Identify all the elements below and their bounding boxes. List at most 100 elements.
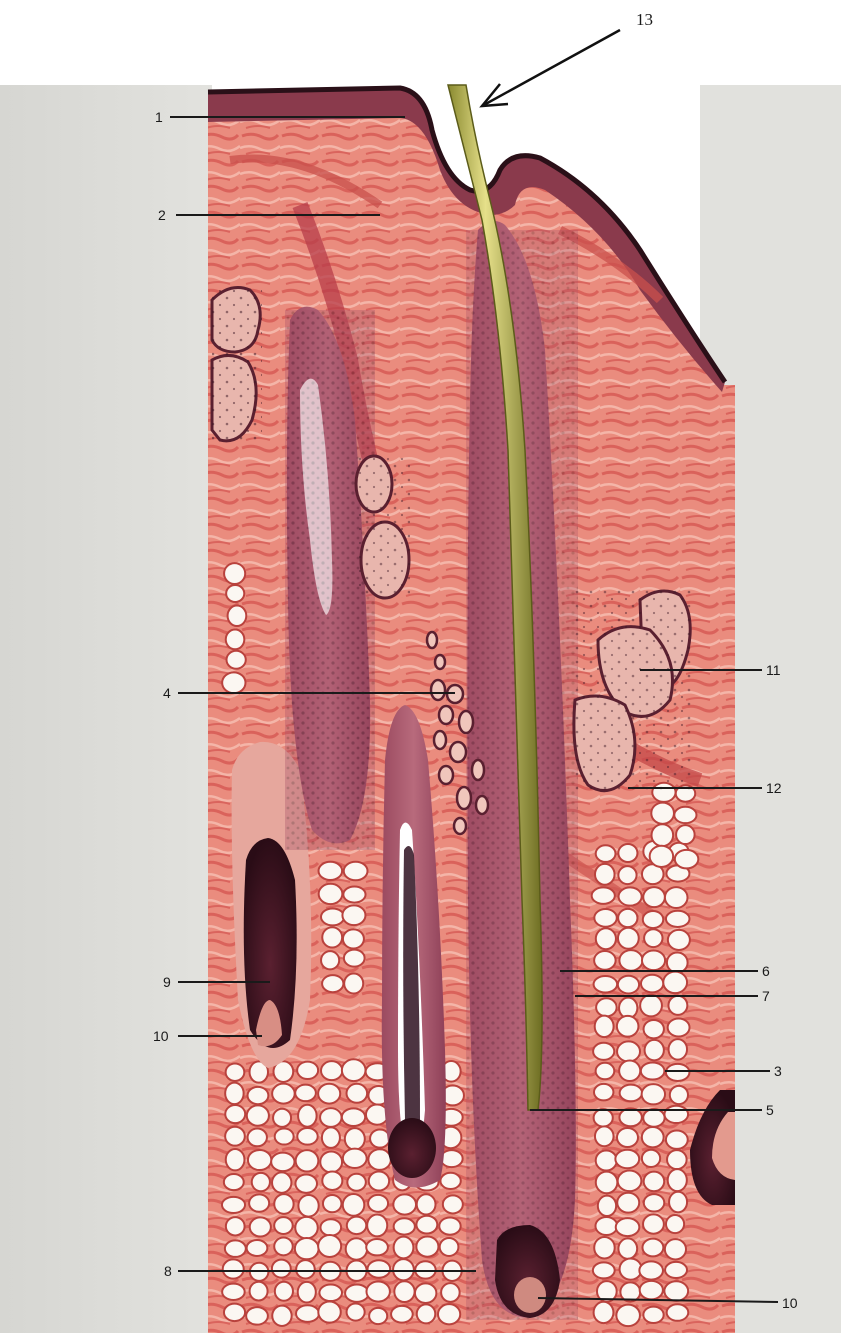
fat-cell [296,1305,319,1322]
fat-cell [593,1262,615,1278]
fat-cell [644,1172,665,1192]
fat-cell [344,974,363,994]
fat-cell [274,1237,293,1255]
fat-cell [595,1016,614,1037]
fat-cell [619,1060,640,1081]
label-1: 1 [155,109,163,125]
fat-cell [226,585,244,602]
fat-cell [273,1109,291,1127]
fat-cell [619,887,642,905]
fat-cell [668,1019,690,1037]
fat-cell [272,1084,295,1104]
fat-cell [225,1083,243,1105]
fat-cell [343,1194,365,1216]
fat-cell [320,1151,342,1172]
fat-cell [296,1260,315,1278]
fat-cell [319,862,343,880]
fat-cell [666,1064,689,1081]
fat-cell [667,1304,689,1320]
fat-cell [594,1237,615,1259]
fat-cell [619,1108,641,1126]
label-3: 3 [774,1063,782,1079]
fat-cell [226,630,245,650]
fat-cell [617,1128,638,1147]
fat-cell [227,651,246,669]
fat-cell [247,1240,268,1256]
fat-cell [347,1084,368,1103]
fat-cell [674,807,696,823]
fat-cell [640,1281,663,1300]
fat-cell [319,1285,342,1302]
fat-cell [271,1153,294,1171]
fat-cell [643,1109,664,1127]
fat-cell [651,803,674,824]
fat-cell [676,825,695,844]
fat-cell [223,1259,244,1278]
fat-cell [669,1192,687,1213]
fat-cell [618,928,639,949]
fat-cell [595,1217,617,1235]
fat-cell [642,1239,663,1257]
fat-cell [274,1217,293,1234]
fat-cell [247,1105,269,1125]
fat-cell [295,1174,317,1192]
fat-cell [369,1308,387,1324]
fat-cell [618,976,639,994]
label-6: 6 [762,963,770,979]
label-11: 11 [766,662,781,678]
label-8: 8 [164,1263,172,1279]
label-2: 2 [158,207,166,223]
fat-cell [393,1259,414,1280]
fat-cell [222,1284,245,1300]
fat-cell [342,905,365,925]
fat-cell [224,1304,245,1321]
fat-cell [320,1219,341,1236]
background-left [0,85,212,1333]
label-13: 13 [636,12,653,28]
fat-cell [641,975,663,993]
fat-cell [596,998,617,1016]
fat-cell [619,950,642,971]
fat-cell [596,1150,617,1170]
fat-cell [322,927,342,947]
fat-cell [250,1282,268,1301]
fat-cell [594,1084,613,1101]
fat-cell [347,1174,366,1191]
fat-cell [347,1303,365,1320]
fat-cell [225,1127,245,1146]
fat-cell [594,1109,613,1126]
fat-cell [650,846,673,867]
fat-cell [415,1283,436,1303]
fat-cell [618,1238,637,1258]
fat-cell [342,1059,366,1081]
fat-cell [345,1128,365,1150]
fat-cell [248,1150,271,1170]
fat-cell [618,1171,642,1192]
fat-cell [617,1041,640,1061]
fat-cell [666,1131,688,1149]
fat-cell [343,1149,367,1168]
label-12: 12 [766,780,782,796]
fat-cell [416,1236,438,1256]
fat-cell [249,1194,269,1211]
fat-cell [595,864,615,885]
fat-cell [665,1239,686,1259]
fat-cell [347,1217,366,1234]
fat-cell [321,951,339,969]
label-4: 4 [163,685,171,701]
fat-cell [594,1302,614,1323]
fat-cell [345,1285,369,1302]
fat-cell [643,1214,664,1233]
fat-cell [441,1283,460,1302]
fat-cell [275,1282,293,1301]
fat-cell [620,1085,642,1102]
fat-cell [596,928,616,949]
fat-cell [224,563,245,584]
fat-cell [652,824,674,846]
fat-cell [318,1301,340,1322]
fat-cell [443,1195,463,1213]
fat-cell [370,1129,390,1147]
fat-cell [321,908,344,925]
fat-cell [342,1108,365,1126]
